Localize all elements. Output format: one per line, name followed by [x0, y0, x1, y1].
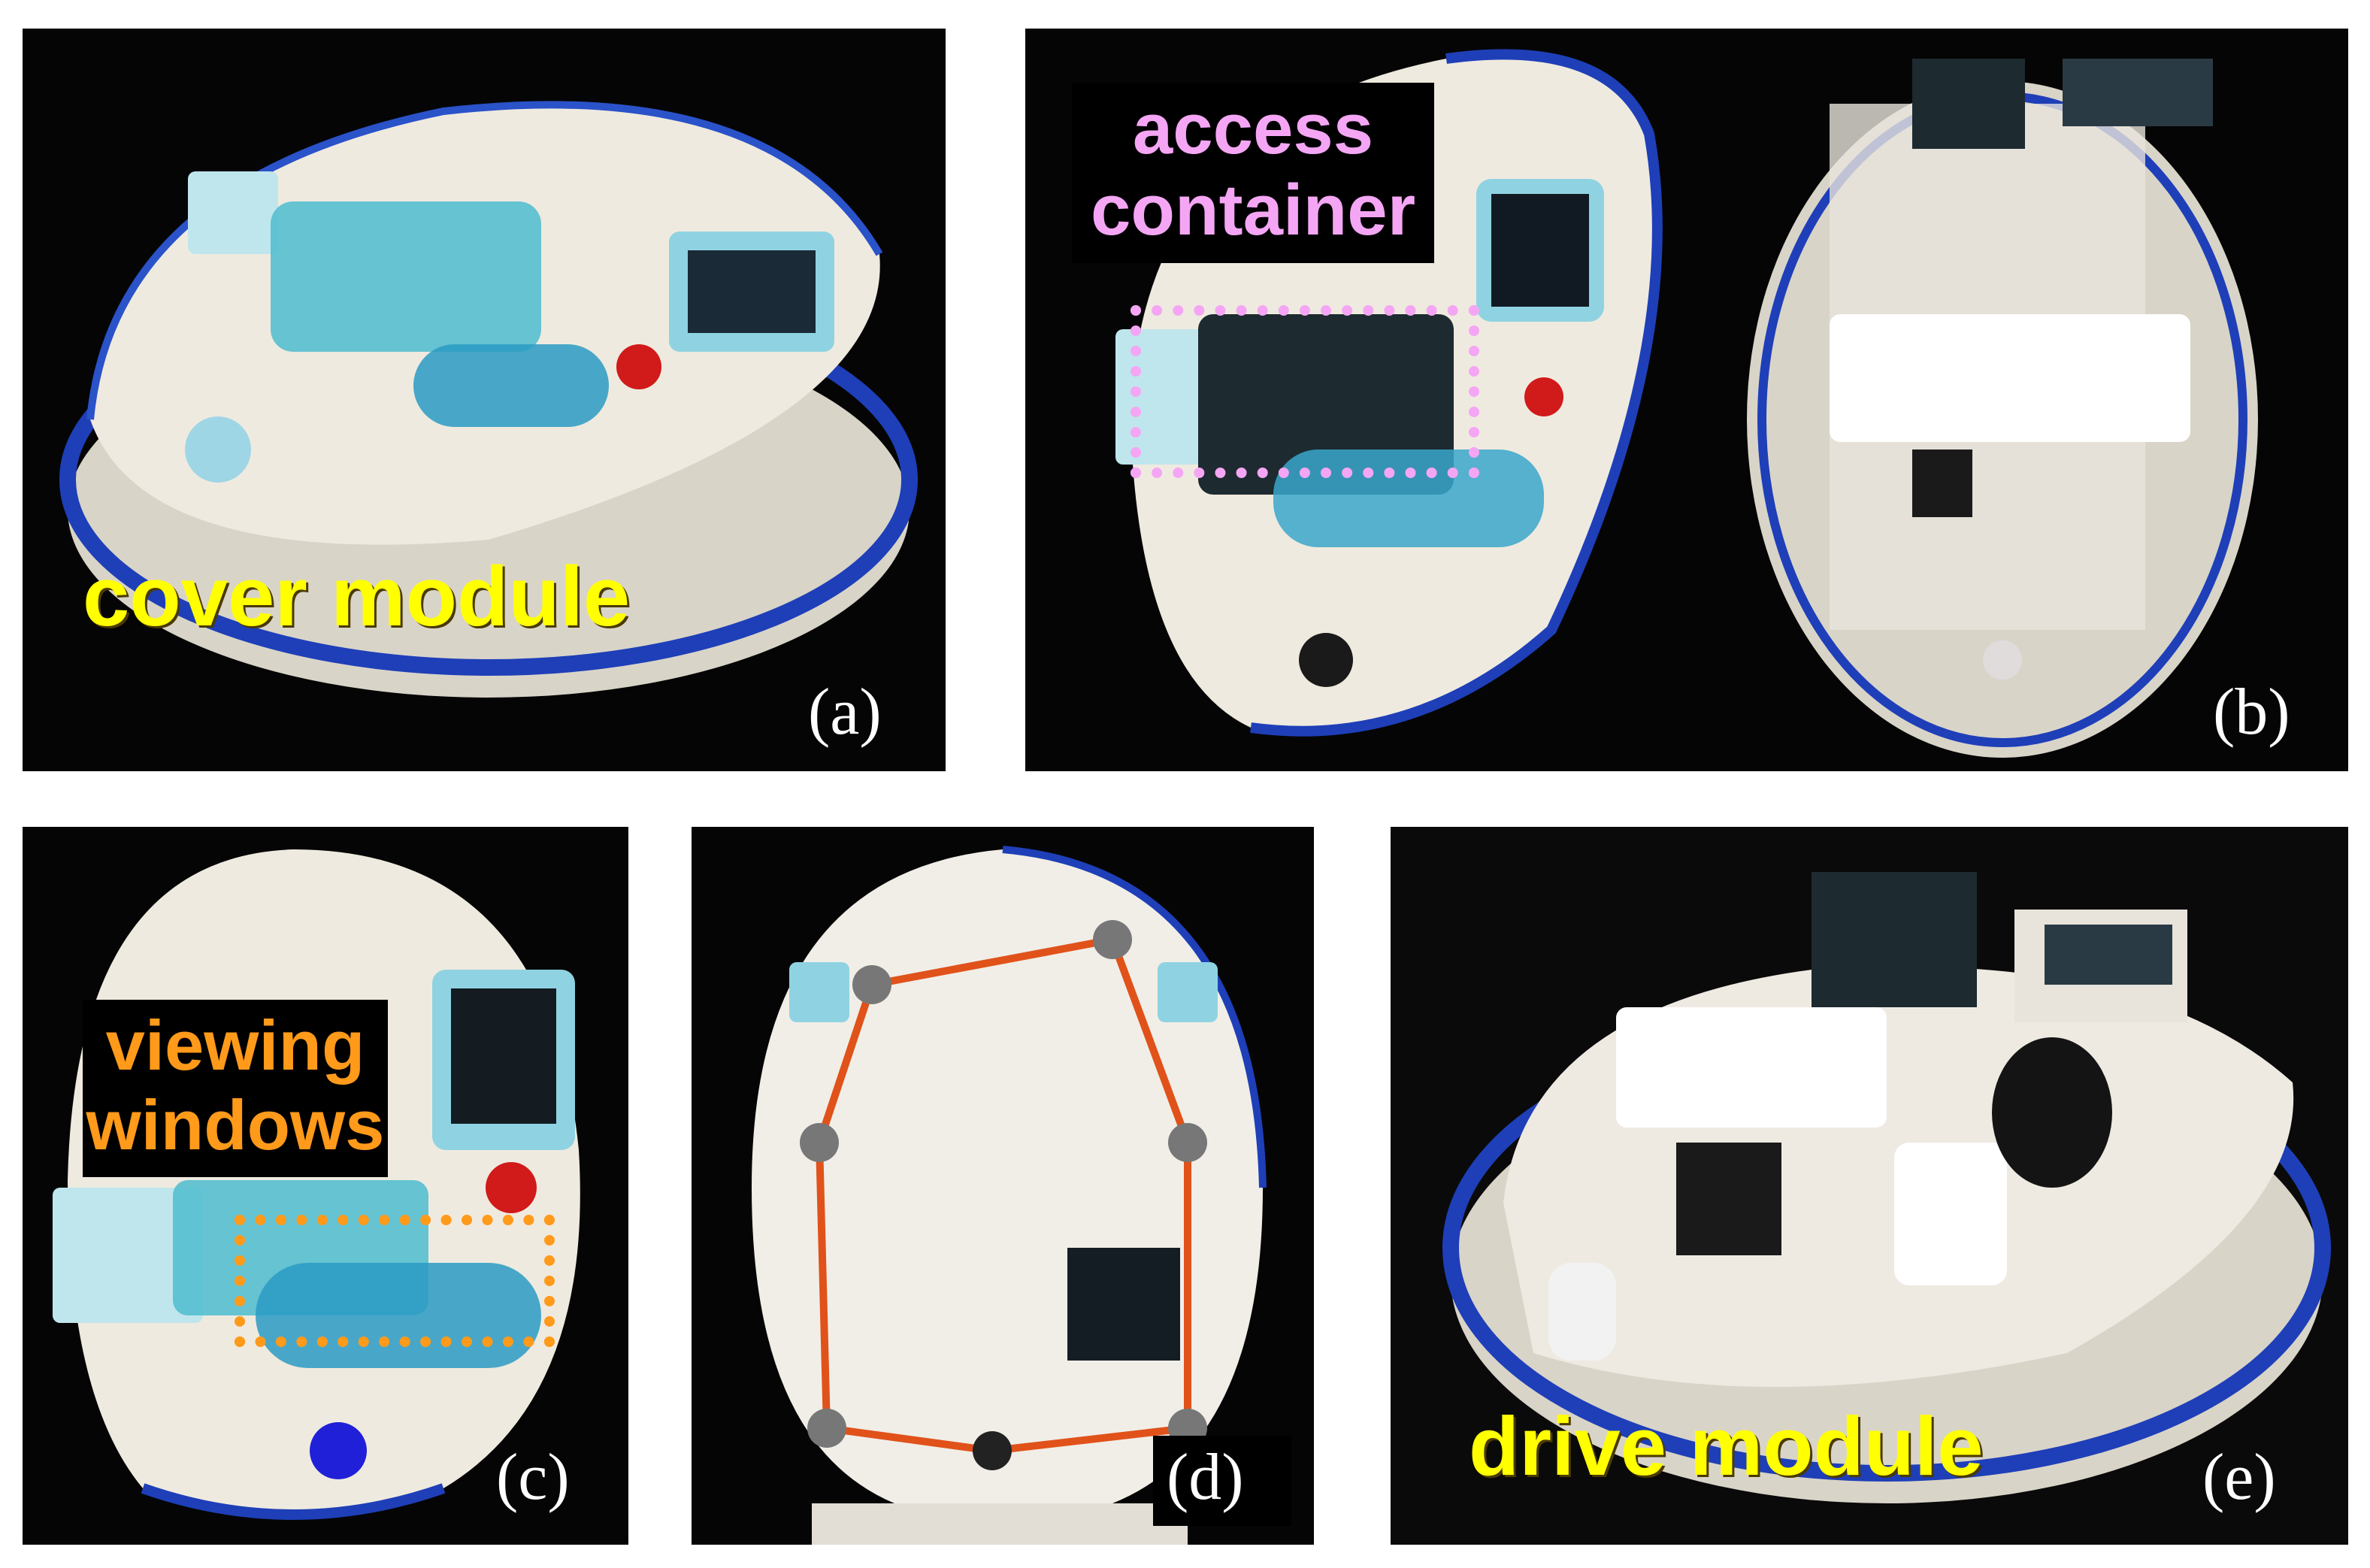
panel-letter-d-background: [1153, 1436, 1291, 1526]
photo-panel-c: viewing windows (c): [23, 827, 628, 1545]
drive-module-illustration: [1442, 872, 2331, 1503]
viewing-windows-line1: viewing: [105, 1006, 365, 1085]
robot-viewing-illustration: [53, 849, 580, 1520]
access-container-line2: container: [1090, 170, 1416, 251]
photo-panel-a: cover module (a): [23, 29, 946, 771]
access-container-callout: access container: [1072, 83, 1434, 263]
photo-panel-e: drive module (e): [1391, 827, 2348, 1545]
photo-panel-d: (d): [692, 827, 1314, 1545]
cover-underside-illustration: [752, 846, 1267, 1545]
access-container-highlight-box: [1131, 305, 1479, 478]
photo-panel-b: access container (b): [1025, 29, 2348, 771]
panel-letter-b: (b): [2213, 676, 2290, 749]
panel-letter-a: (a): [808, 676, 882, 749]
panel-letter-e: (e): [2202, 1441, 2276, 1514]
cover-module-label: cover module: [83, 549, 631, 643]
drive-module-label: drive module: [1469, 1400, 1984, 1493]
robot-cover-illustration: [59, 101, 918, 698]
viewing-windows-callout: viewing windows: [83, 1000, 388, 1177]
viewing-windows-highlight-box: [235, 1215, 555, 1347]
viewing-windows-line2: windows: [86, 1085, 385, 1165]
panel-letter-c: (c): [496, 1441, 570, 1514]
panel-letter-d: (d): [1167, 1441, 1244, 1514]
access-container-line1: access: [1132, 89, 1374, 169]
